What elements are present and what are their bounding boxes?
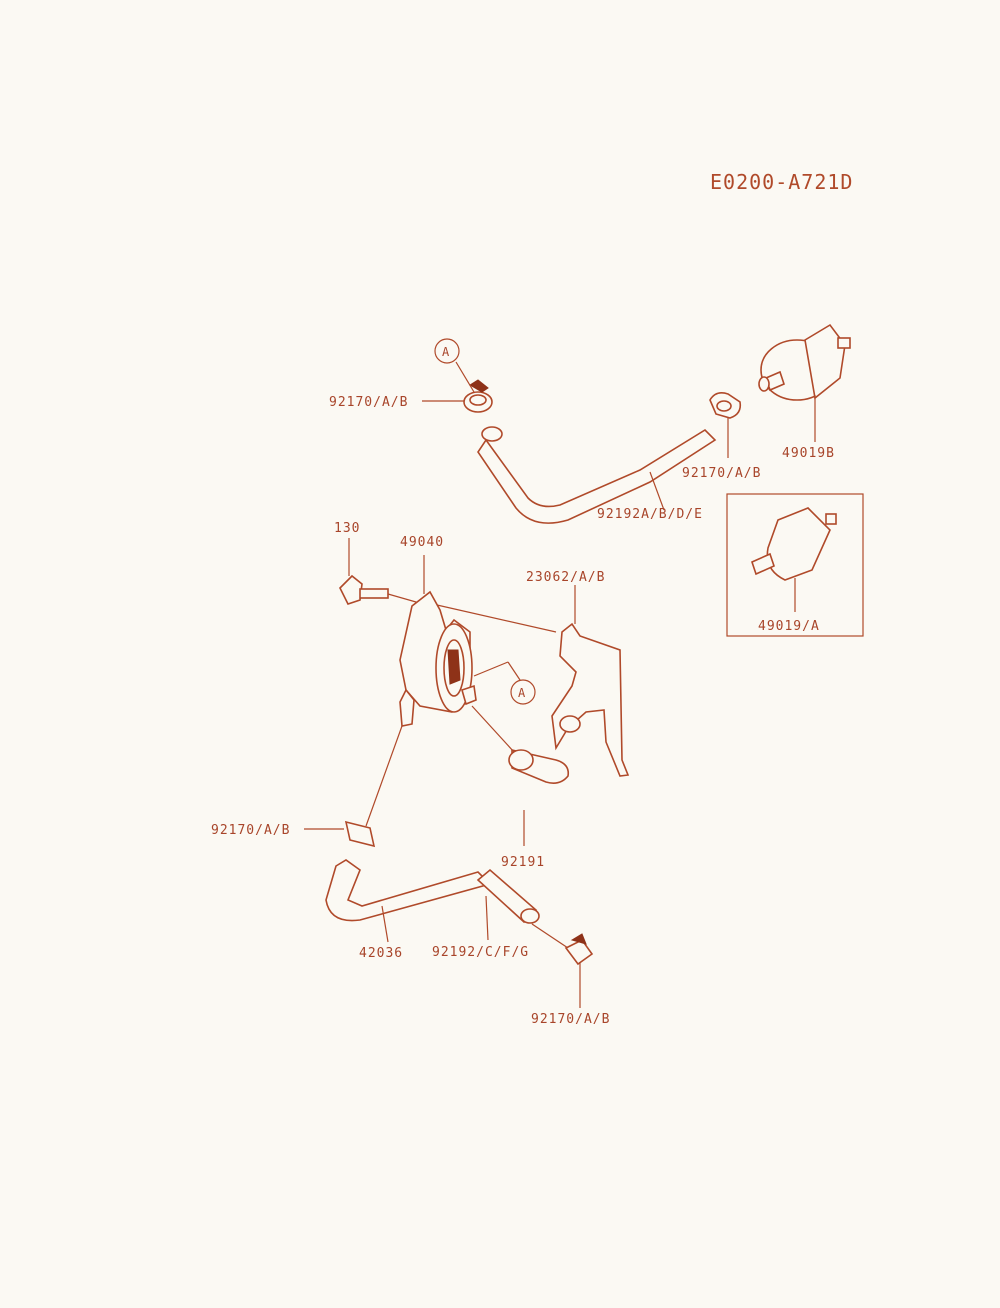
upper-fuel-hose (477, 426, 717, 524)
label-hose-pipe: 42036 (359, 946, 403, 961)
label-clamp-top-right: 92170/A/B (682, 466, 761, 481)
label-pump: 49040 (400, 535, 444, 550)
label-hose-lower: 92192/C/F/G (432, 945, 529, 960)
label-hose-upper: 92192A/B/D/E (597, 507, 703, 522)
lower-fuel-hose (476, 868, 575, 953)
callout-a-top-label: A (442, 345, 450, 359)
fuel-filter-b (758, 323, 851, 442)
hose-clamp-top-right (709, 392, 742, 458)
label-clamp-mid-left: 92170/A/B (211, 823, 290, 838)
hose-clamp-bottom (564, 933, 594, 1008)
callout-a-top: A (434, 338, 460, 364)
diagram-code: E0200-A721D (710, 170, 853, 194)
hose-clamp-mid-left (304, 725, 403, 848)
fuel-pump (399, 555, 557, 727)
mounting-bracket (551, 585, 630, 777)
label-cap: 92191 (501, 855, 545, 870)
label-clamp-top-left: 92170/A/B (329, 395, 408, 410)
label-filter-b: 49019B (782, 446, 835, 461)
label-bolt: 130 (334, 521, 360, 536)
callout-a-mid-label: A (518, 686, 526, 700)
fuel-pipe (325, 859, 492, 943)
callout-a-mid: A (510, 679, 536, 705)
fuel-filter-a (751, 507, 837, 612)
filter-a-box (726, 493, 864, 637)
hose-cap (471, 705, 570, 846)
hose-clamp-top-left (422, 361, 493, 413)
label-filter-a: 49019/A (758, 619, 820, 634)
label-clamp-bottom: 92170/A/B (531, 1012, 610, 1027)
label-bracket: 23062/A/B (526, 570, 605, 585)
